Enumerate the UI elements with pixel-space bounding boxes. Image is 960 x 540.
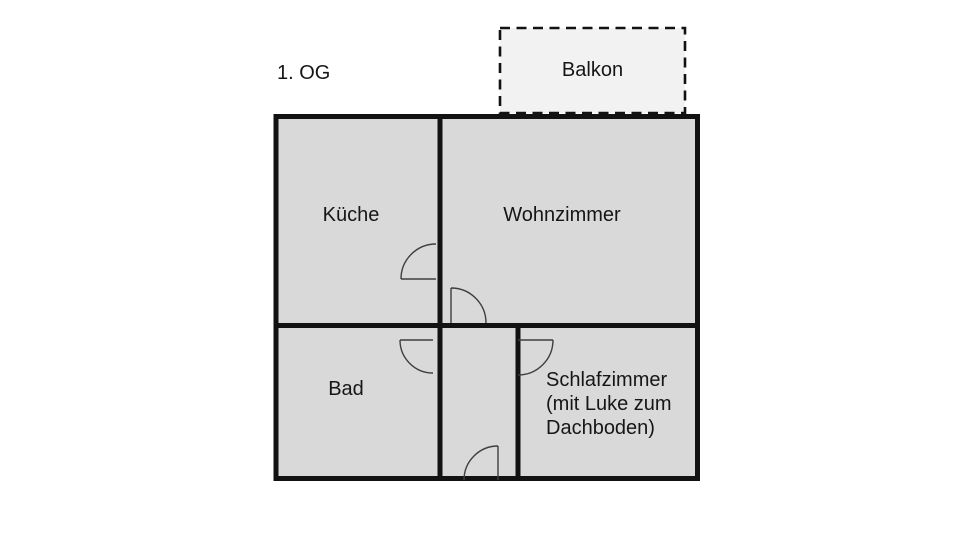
door-arc-bad — [399, 339, 434, 374]
door-arc-wohnzimmer — [450, 287, 487, 324]
room-label-wohnzimmer: Wohnzimmer — [503, 204, 621, 226]
balcony-area — [498, 26, 687, 115]
floor-label: 1. OG — [277, 62, 331, 84]
apartment-outline — [273, 114, 700, 481]
room-label-schlafzimmer-line2: (mit Luke zum — [546, 393, 672, 415]
door-arc-schlafzimmer — [517, 339, 554, 376]
room-label-balkon: Balkon — [561, 59, 624, 81]
room-label-schlafzimmer-line3: Dachboden) — [546, 417, 655, 439]
room-label-bad: Bad — [328, 378, 364, 400]
room-label-kueche: Küche — [322, 204, 380, 226]
door-arc-kueche — [400, 243, 437, 280]
room-balkon: Balkon — [500, 28, 685, 113]
room-label-schlafzimmer-line1: Schlafzimmer — [546, 369, 668, 391]
room-label-schlafzimmer: Schlafzimmer (mit Luke zum Dachboden) — [546, 368, 672, 440]
door-arc-corridor-bottom — [463, 445, 499, 481]
